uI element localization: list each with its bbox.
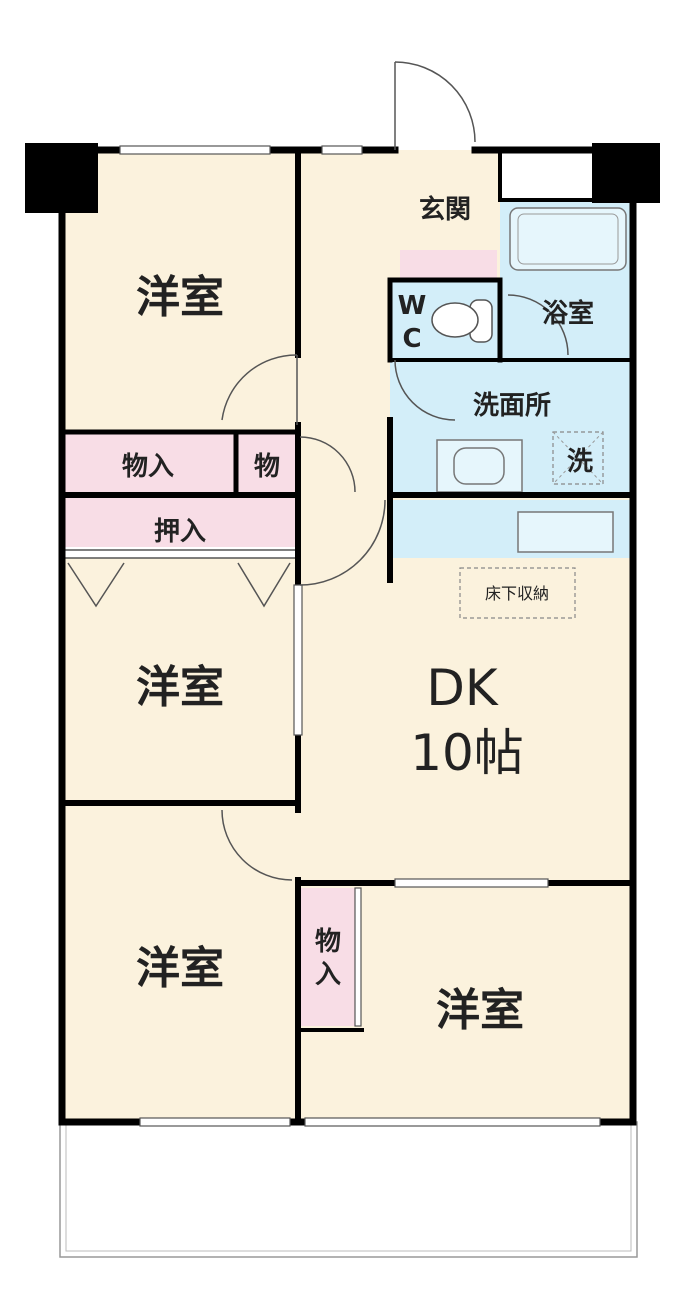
storage-vertical-label-2: 入 [315,960,341,990]
washroom-label: 洗面所 [473,391,551,421]
storage-left-label: 物入 [122,452,174,482]
room-western-bottom-left-label: 洋室 [136,943,224,994]
closet-label: 押入 [154,517,206,547]
room-western-bottom-right-label: 洋室 [436,985,524,1036]
storage-vertical-label-1: 物 [315,927,341,957]
kitchen-sink-icon [517,511,614,553]
balcony [59,1121,638,1258]
windows [119,145,601,1127]
washer-label: 洗 [567,447,593,477]
storage-small-label: 物 [254,452,280,482]
dk-label: DK [426,659,499,717]
walls [25,143,660,1126]
room-western-top-label: 洋室 [136,272,224,323]
dk-size-label: 10帖 [410,724,524,782]
room-western-mid-label: 洋室 [136,662,224,713]
doors [221,61,569,881]
entrance-label: 玄関 [419,194,471,225]
room-labels: 洋室 洋室 洋室 洋室 玄関 W C 浴室 洗面所 洗 物入 物 押入 床下収納… [122,194,594,1036]
washer-space-icon [552,431,604,485]
underfloor-storage-label: 床下収納 [485,584,549,603]
bath-label: 浴室 [542,298,594,329]
toilet-c-label: C [402,324,421,354]
toilet-w-label: W [398,291,427,321]
fixtures [62,207,627,619]
